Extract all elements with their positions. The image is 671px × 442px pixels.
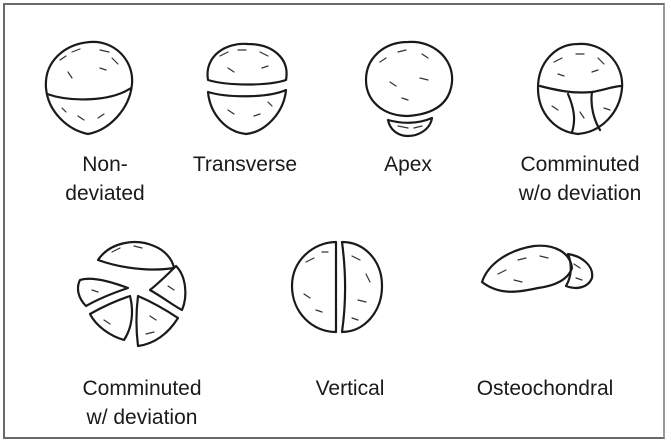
label-non-deviated: Non- deviated	[40, 150, 170, 208]
comminuted-no-deviation-patella-drawing	[532, 40, 627, 136]
transverse-patella-drawing	[198, 40, 293, 136]
label-apex: Apex	[348, 150, 468, 179]
vertical-patella-drawing	[286, 238, 386, 336]
apex-patella-drawing	[362, 38, 457, 138]
label-comminuted-deviation: Comminuted w/ deviation	[62, 374, 222, 432]
non-deviated-patella-drawing	[40, 38, 140, 138]
label-transverse: Transverse	[175, 150, 315, 179]
comminuted-deviation-patella-drawing	[72, 236, 192, 350]
label-vertical: Vertical	[280, 374, 420, 403]
label-comminuted-no-deviation: Comminuted w/o deviation	[500, 150, 660, 208]
label-osteochondral: Osteochondral	[455, 374, 635, 403]
osteochondral-patella-drawing	[478, 240, 598, 304]
